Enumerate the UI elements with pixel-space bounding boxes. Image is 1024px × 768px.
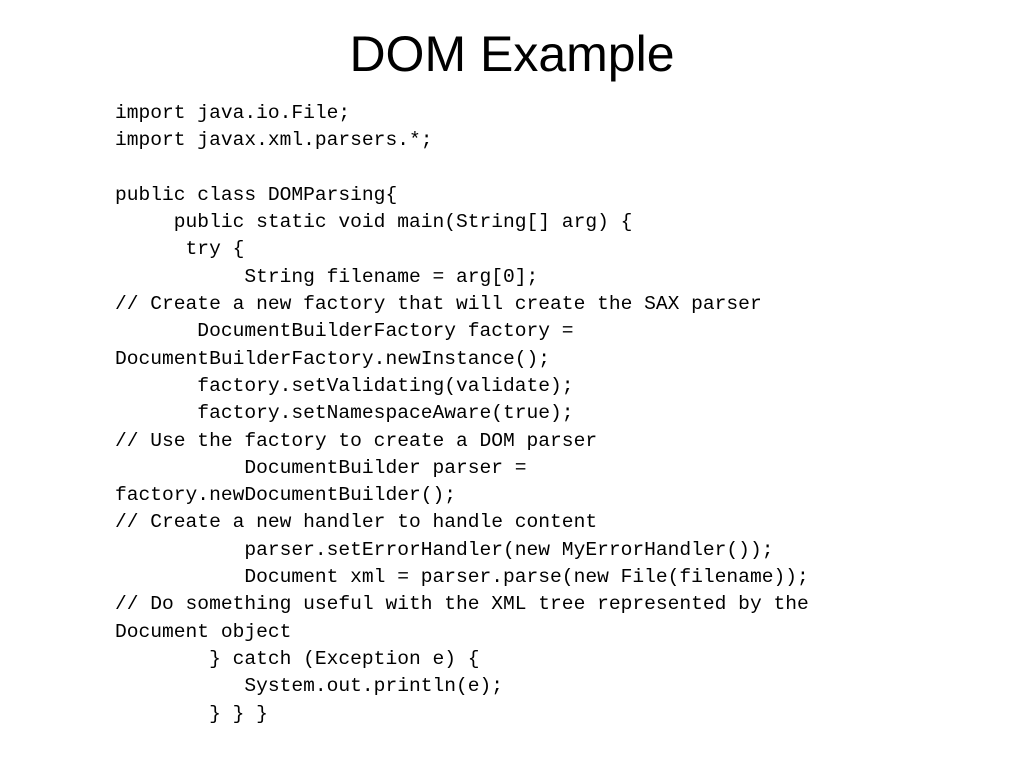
code-line: import java.io.File; [115,102,351,124]
code-line: public class DOMParsing{ [115,183,398,206]
code-line: public static void main(String[] arg) { [115,211,633,234]
code-line: try { [115,238,245,261]
code-line: import javax.xml.parsers.*; [115,129,433,152]
code-line: // Create a new factory that will create… [115,293,762,316]
code-line: } catch (Exception e) { [115,647,480,670]
code-line: System.out.println(e); [115,675,504,698]
code-line: Document xml = parser.parse(new File(fil… [115,566,809,589]
code-line: String filename = arg[0]; [115,265,539,288]
code-line: factory.setValidating(validate); [115,374,574,397]
code-line: DocumentBuilderFactory factory = [115,320,574,343]
code-line: } } } [115,702,268,725]
code-line: // Do something useful with the XML tree… [115,593,809,616]
code-block: import java.io.File; import javax.xml.pa… [115,100,995,728]
slide-title: DOM Example [349,26,675,82]
code-line: DocumentBuilder parser = [115,456,527,479]
code-line: parser.setErrorHandler(new MyErrorHandle… [115,538,774,561]
code-line: factory.newDocumentBuilder(); [115,484,456,507]
code-line: factory.setNamespaceAware(true); [115,402,574,425]
code-line: // Use the factory to create a DOM parse… [115,429,598,452]
code-line: // Create a new handler to handle conten… [115,511,598,534]
code-line [115,155,995,182]
code-line: Document object [115,620,292,643]
code-line: DocumentBuilderFactory.newInstance(); [115,347,551,370]
